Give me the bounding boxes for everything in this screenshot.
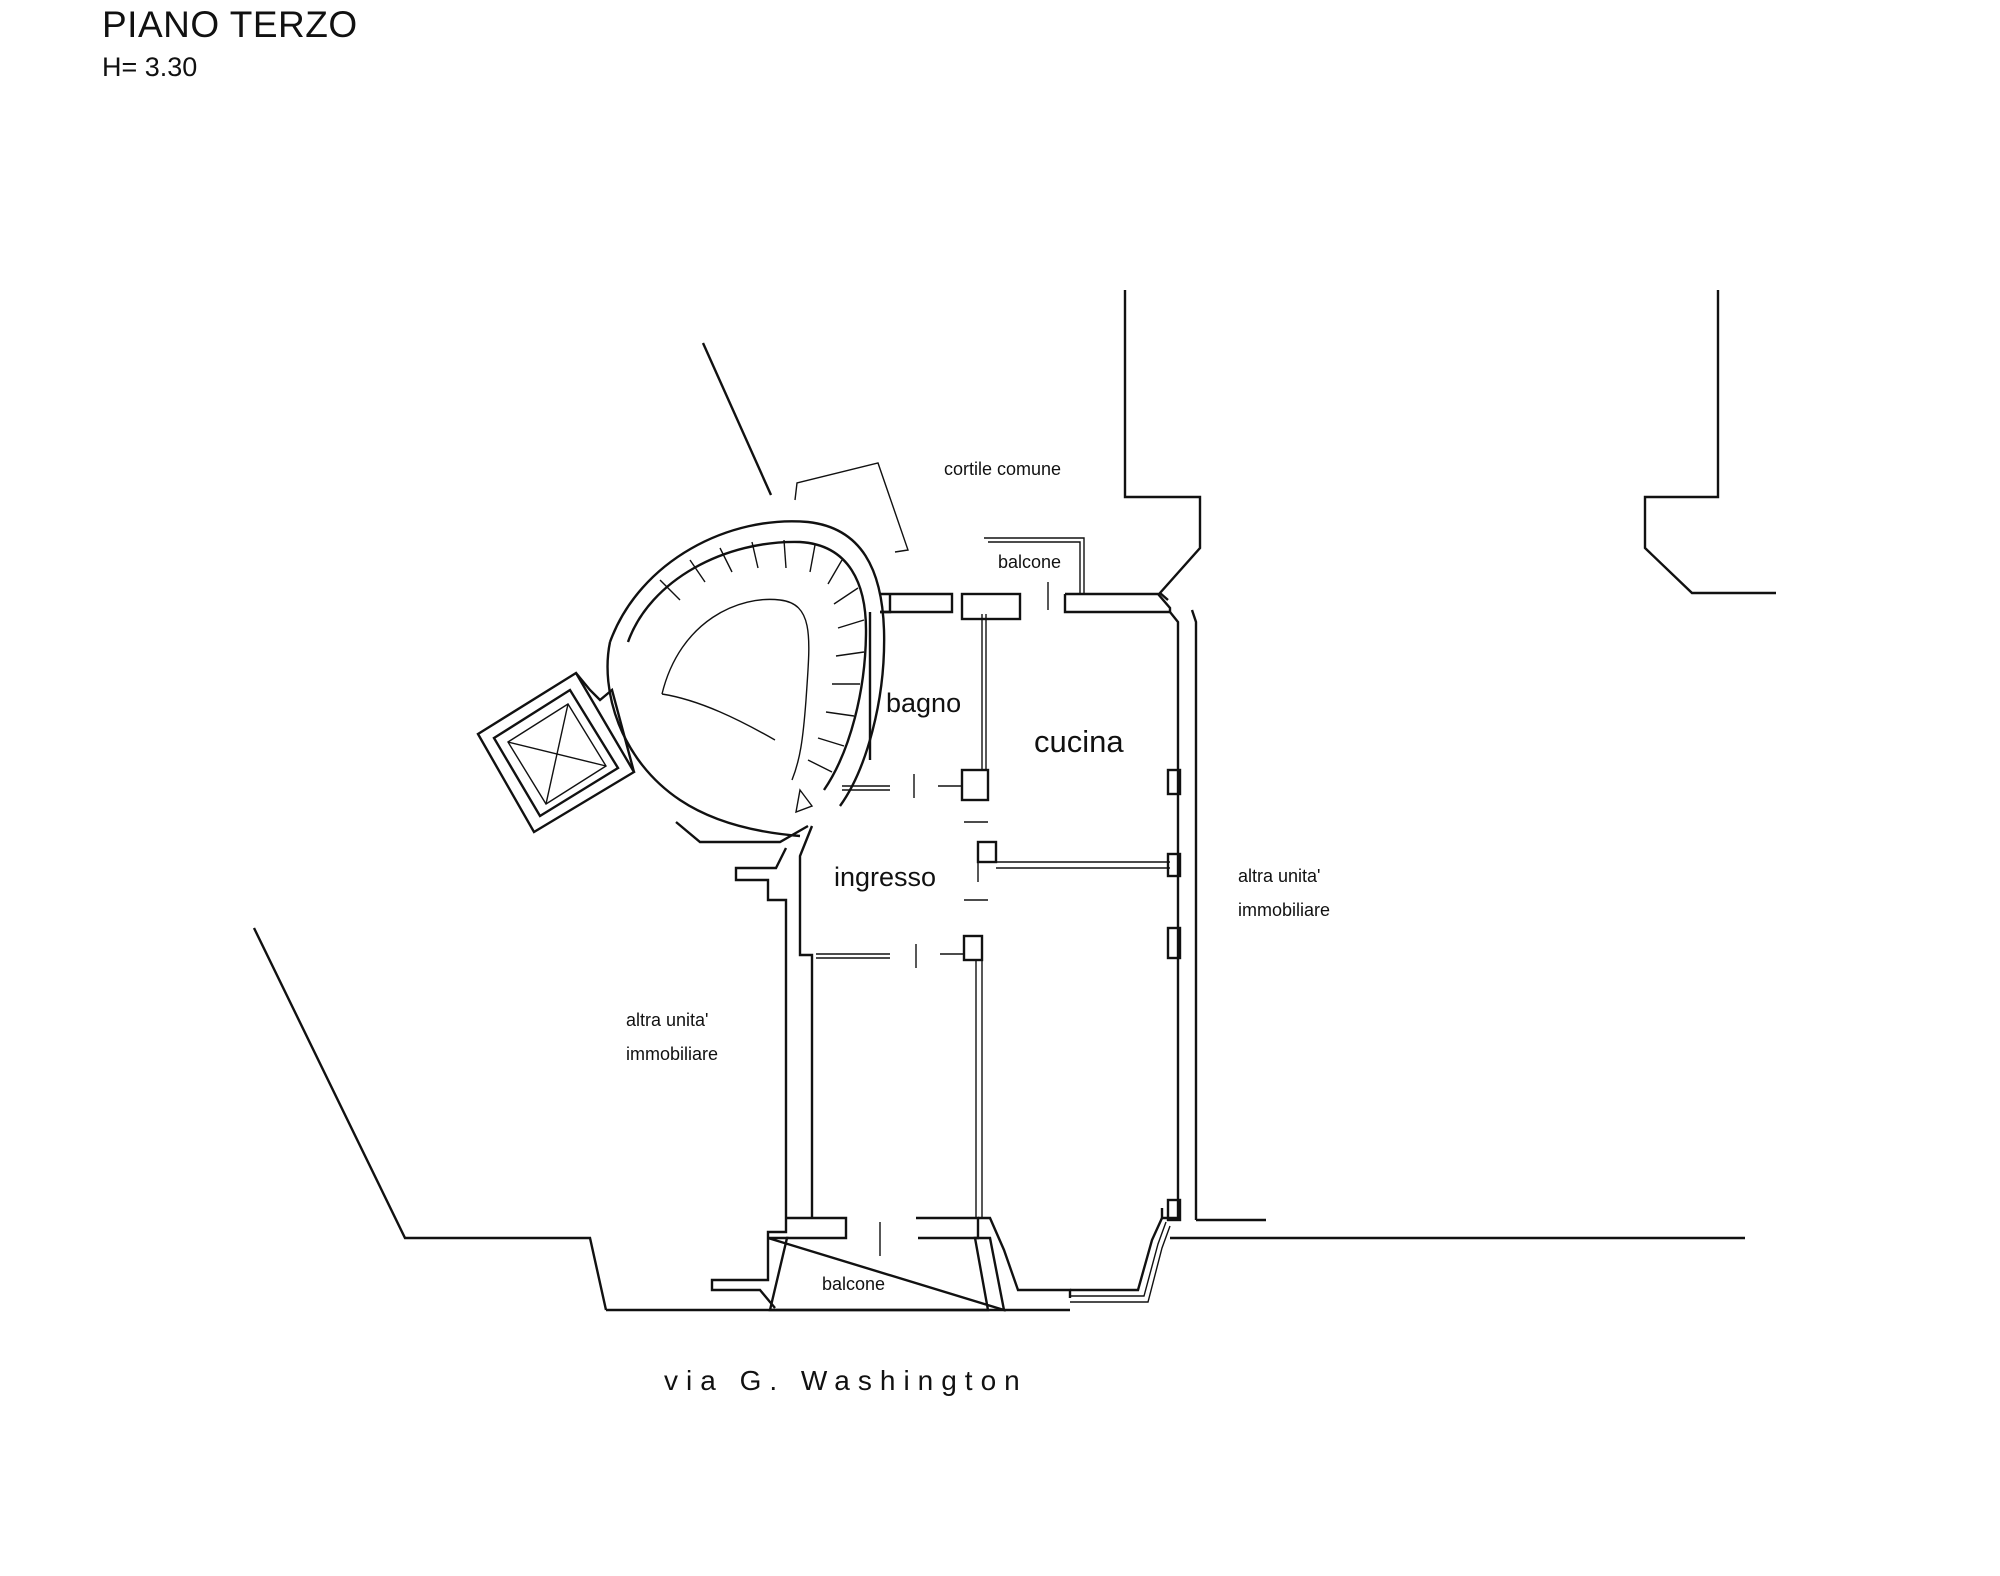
entry-arrow: [794, 462, 909, 553]
interior-partitions: [816, 614, 1170, 1218]
room-label-cucina: cucina: [1034, 724, 1124, 759]
spiral-stair: [606, 520, 886, 844]
floor-height: H= 3.30: [102, 52, 198, 82]
room-label-bagno: bagno: [886, 688, 961, 718]
street-label: via G. Washington: [664, 1365, 1028, 1396]
neighbour-left-line1: altra unita': [626, 1010, 709, 1030]
neighbour-outlines: [252, 290, 1776, 1311]
apartment-walls: [606, 537, 1198, 1312]
courtyard-label: cortile comune: [944, 459, 1061, 479]
elevator-shaft: [476, 671, 636, 834]
plan-title: PIANO TERZO: [102, 4, 358, 45]
neighbour-right-line2: immobiliare: [1238, 900, 1330, 920]
neighbour-right-line1: altra unita': [1238, 866, 1321, 886]
balcony-label-south: balcone: [822, 1274, 885, 1294]
room-label-ingresso: ingresso: [834, 862, 936, 892]
neighbour-left-line2: immobiliare: [626, 1044, 718, 1064]
balcony-label-north: balcone: [998, 552, 1061, 572]
